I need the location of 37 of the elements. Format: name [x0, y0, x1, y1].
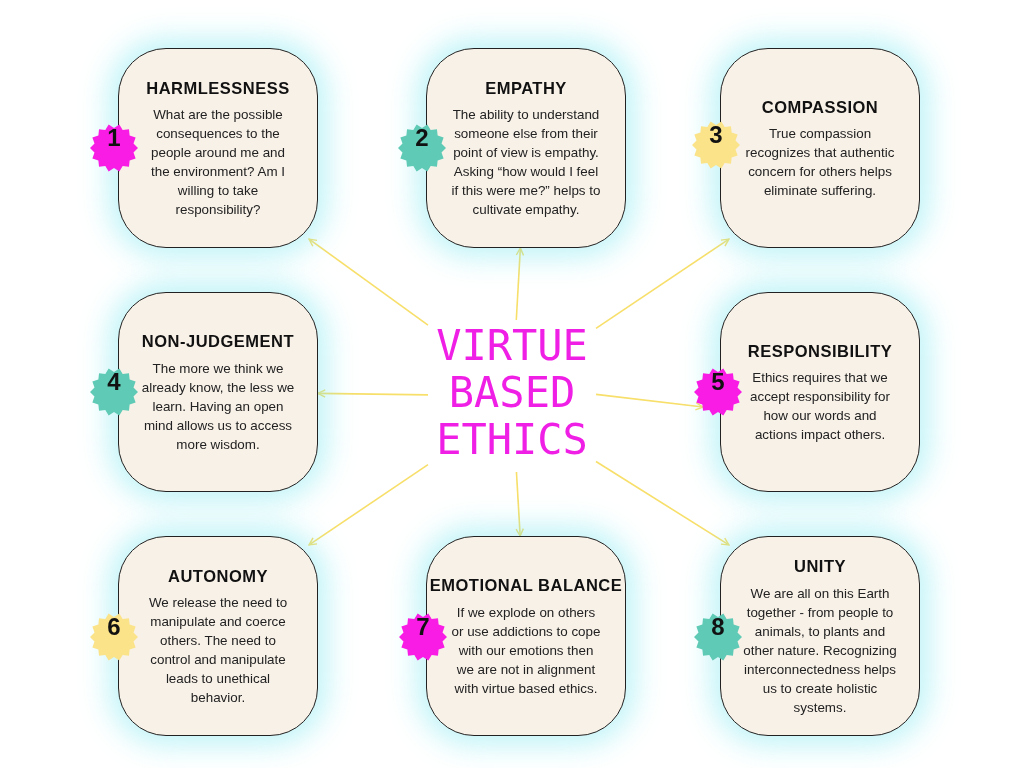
- number-badge: 4: [90, 368, 138, 416]
- number-badge: 2: [398, 124, 446, 172]
- card-title: RESPONSIBILITY: [747, 340, 893, 362]
- arrow: [515, 471, 525, 537]
- card-text: The ability to understand someone else from their point of view is empathy. Asking “how would I feel if this were me?” helps to cultivate empathy.: [450, 106, 602, 220]
- card-text: We release the need to manipulate and coerce others. The need to control and manipulate leads to unethical behavior.: [147, 594, 289, 708]
- arrow: [317, 389, 429, 398]
- number-badge: 8: [694, 613, 742, 661]
- number-badge: 6: [90, 613, 138, 661]
- number-badge: 3: [692, 121, 740, 169]
- card-text: Ethics requires that we accept responsibility for how our words and actions impact others.: [749, 369, 891, 445]
- arrow: [308, 463, 429, 546]
- card: [426, 48, 626, 248]
- card-title: EMOTIONAL BALANCE: [429, 575, 623, 597]
- card-text: We are all on this Earth together - from people to animals, to plants and other nature. Recognizing interconnectedness helps us to create holistic systems.: [743, 584, 897, 717]
- card-title: EMPATHY: [485, 77, 567, 99]
- card-title: HARMLESSNESS: [146, 77, 290, 99]
- arrow: [595, 460, 730, 546]
- card: [118, 48, 318, 248]
- card-text: The more we think we already know, the less we learn. Having an open mind allows us to access more wisdom.: [141, 359, 295, 454]
- card-title: COMPASSION: [761, 96, 879, 118]
- card-text: What are the possible consequences to the people around me and the environment? Am I willing to take responsibility?: [150, 106, 286, 220]
- card-text: True compassion recognizes that authentic concern for others helps eliminate suffering.: [744, 125, 896, 201]
- number-badge: 7: [399, 613, 447, 661]
- card-title: AUTONOMY: [168, 565, 268, 587]
- card-title: NON-JUDGEMENT: [141, 331, 295, 353]
- arrow: [595, 238, 730, 330]
- card: [720, 48, 920, 248]
- arrow: [595, 393, 704, 411]
- card: [118, 536, 318, 736]
- card-text: If we explode on others or use addictions to cope with our emotions then we are not in alignment with virtue based ethics.: [450, 603, 602, 698]
- card-title: UNITY: [794, 556, 846, 578]
- arrow: [515, 247, 525, 321]
- center-title: VIRTUE BASED ETHICS: [432, 322, 592, 464]
- arrow: [308, 238, 429, 326]
- number-badge: 1: [90, 124, 138, 172]
- number-badge: 5: [694, 368, 742, 416]
